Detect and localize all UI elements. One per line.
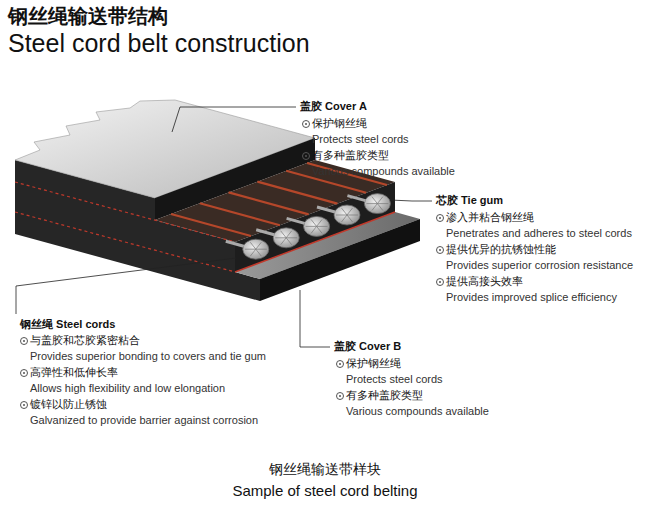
feature-note: Provides improved splice efficiency — [446, 291, 617, 304]
bullet-mark — [302, 120, 310, 128]
bullet-mark — [436, 214, 444, 222]
layer-line — [15, 212, 235, 272]
feature-note: Sample of steel cord belting — [0, 482, 650, 500]
feature-note: Steel cord belt construction — [8, 28, 310, 58]
cover-b-cut — [260, 219, 420, 301]
label-text: 与盖胶和芯胶紧密粘合 — [30, 334, 140, 346]
label-text: 渗入并粘合钢丝绳 — [446, 211, 534, 223]
bullet-mark — [302, 152, 310, 160]
feature-text: 与盖胶和芯胶紧密粘合 — [30, 334, 140, 347]
feature-text: 有多种盖胶类型 — [312, 149, 389, 162]
layer-heading: 钢丝绳 Steel cords — [20, 318, 115, 331]
bullet-mark — [336, 392, 344, 400]
feature-text: 保护钢丝绳 — [312, 117, 367, 130]
label-text: 提供优异的抗锈蚀性能 — [446, 243, 556, 255]
label-text: Sample of steel cord belting — [232, 482, 417, 499]
title: 钢丝绳输送带结构 — [8, 4, 168, 28]
layer-heading: 盖胶 Cover A — [300, 100, 367, 113]
label-text: 有多种盖胶类型 — [346, 389, 423, 401]
steel-cord-end — [287, 216, 330, 236]
label-text: Provides improved splice efficiency — [446, 291, 617, 303]
feature-note: Protects steel cords — [346, 373, 443, 386]
label-text: Steel cord belt construction — [8, 29, 310, 57]
leader-line — [16, 258, 236, 314]
label-text: 保护钢丝绳 — [346, 357, 401, 369]
feature-note: Provides superior corrosion resistance — [446, 259, 633, 272]
layer-heading: 芯胶 Tie gum — [436, 194, 503, 207]
feature-text: 保护钢丝绳 — [346, 357, 401, 370]
steel-cord-end — [226, 239, 269, 259]
caption: 钢丝绳输送带样块 — [0, 461, 650, 478]
label-text: Protects steel cords — [346, 373, 443, 385]
label-text: Penetrates and adheres to steel cords — [446, 227, 632, 239]
layer-line — [15, 182, 235, 242]
feature-text: 提供优异的抗锈蚀性能 — [446, 243, 556, 256]
feature-text: 渗入并粘合钢丝绳 — [446, 211, 534, 224]
feature-note: Allows high flexibility and low elongati… — [30, 382, 225, 395]
steel-cord-end — [256, 228, 299, 248]
label-text: Various compounds available — [312, 165, 455, 177]
bullet-mark — [436, 246, 444, 254]
feature-text: 有多种盖胶类型 — [346, 389, 423, 402]
feature-note: Various compounds available — [312, 165, 455, 178]
label-text: 保护钢丝绳 — [312, 117, 367, 129]
leader-line — [390, 200, 432, 201]
steel-cord-end — [347, 194, 390, 214]
label-text: 芯胶 Tie gum — [436, 194, 503, 206]
label-text: 盖胶 Cover B — [334, 340, 401, 352]
cord-stripe — [171, 214, 251, 236]
label-text: Various compounds available — [346, 405, 489, 417]
bullet-mark — [20, 401, 28, 409]
label-text: 提供高接头效率 — [446, 275, 523, 287]
label-text: Protects steel cords — [312, 133, 409, 145]
label-text: 镀锌以防止锈蚀 — [30, 398, 107, 410]
leader-line — [172, 107, 296, 132]
feature-note: Various compounds available — [346, 405, 489, 418]
label-text: 盖胶 Cover A — [300, 100, 367, 112]
label-text: Provides superior bonding to covers and … — [30, 350, 266, 362]
feature-text: 提供高接头效率 — [446, 275, 523, 288]
label-text: Provides superior corrosion resistance — [446, 259, 633, 271]
feature-text: 镀锌以防止锈蚀 — [30, 398, 107, 411]
label-text: 高弹性和低伸长率 — [30, 366, 118, 378]
bullet-mark — [20, 369, 28, 377]
cord-stripe — [200, 203, 280, 225]
feature-text: 高弹性和低伸长率 — [30, 366, 118, 379]
steel-cord-end — [317, 205, 360, 225]
layer-line — [235, 212, 395, 272]
layer-heading: 盖胶 Cover B — [334, 340, 401, 353]
feature-note: Galvanized to provide barrier against co… — [30, 414, 258, 427]
bullet-mark — [436, 278, 444, 286]
label-text: 钢丝绳 Steel cords — [20, 318, 115, 330]
cord-stripe — [229, 192, 309, 214]
cord-stripe — [257, 182, 337, 204]
feature-note: Penetrates and adheres to steel cords — [446, 227, 632, 240]
bullet-mark — [336, 360, 344, 368]
feature-note: Provides superior bonding to covers and … — [30, 350, 266, 363]
feature-note: Protects steel cords — [312, 133, 409, 146]
label-text: Allows high flexibility and low elongati… — [30, 382, 225, 394]
leader-line — [300, 290, 330, 347]
bullet-mark — [20, 337, 28, 345]
label-text: Galvanized to provide barrier against co… — [30, 414, 258, 426]
label-text: 有多种盖胶类型 — [312, 149, 389, 161]
